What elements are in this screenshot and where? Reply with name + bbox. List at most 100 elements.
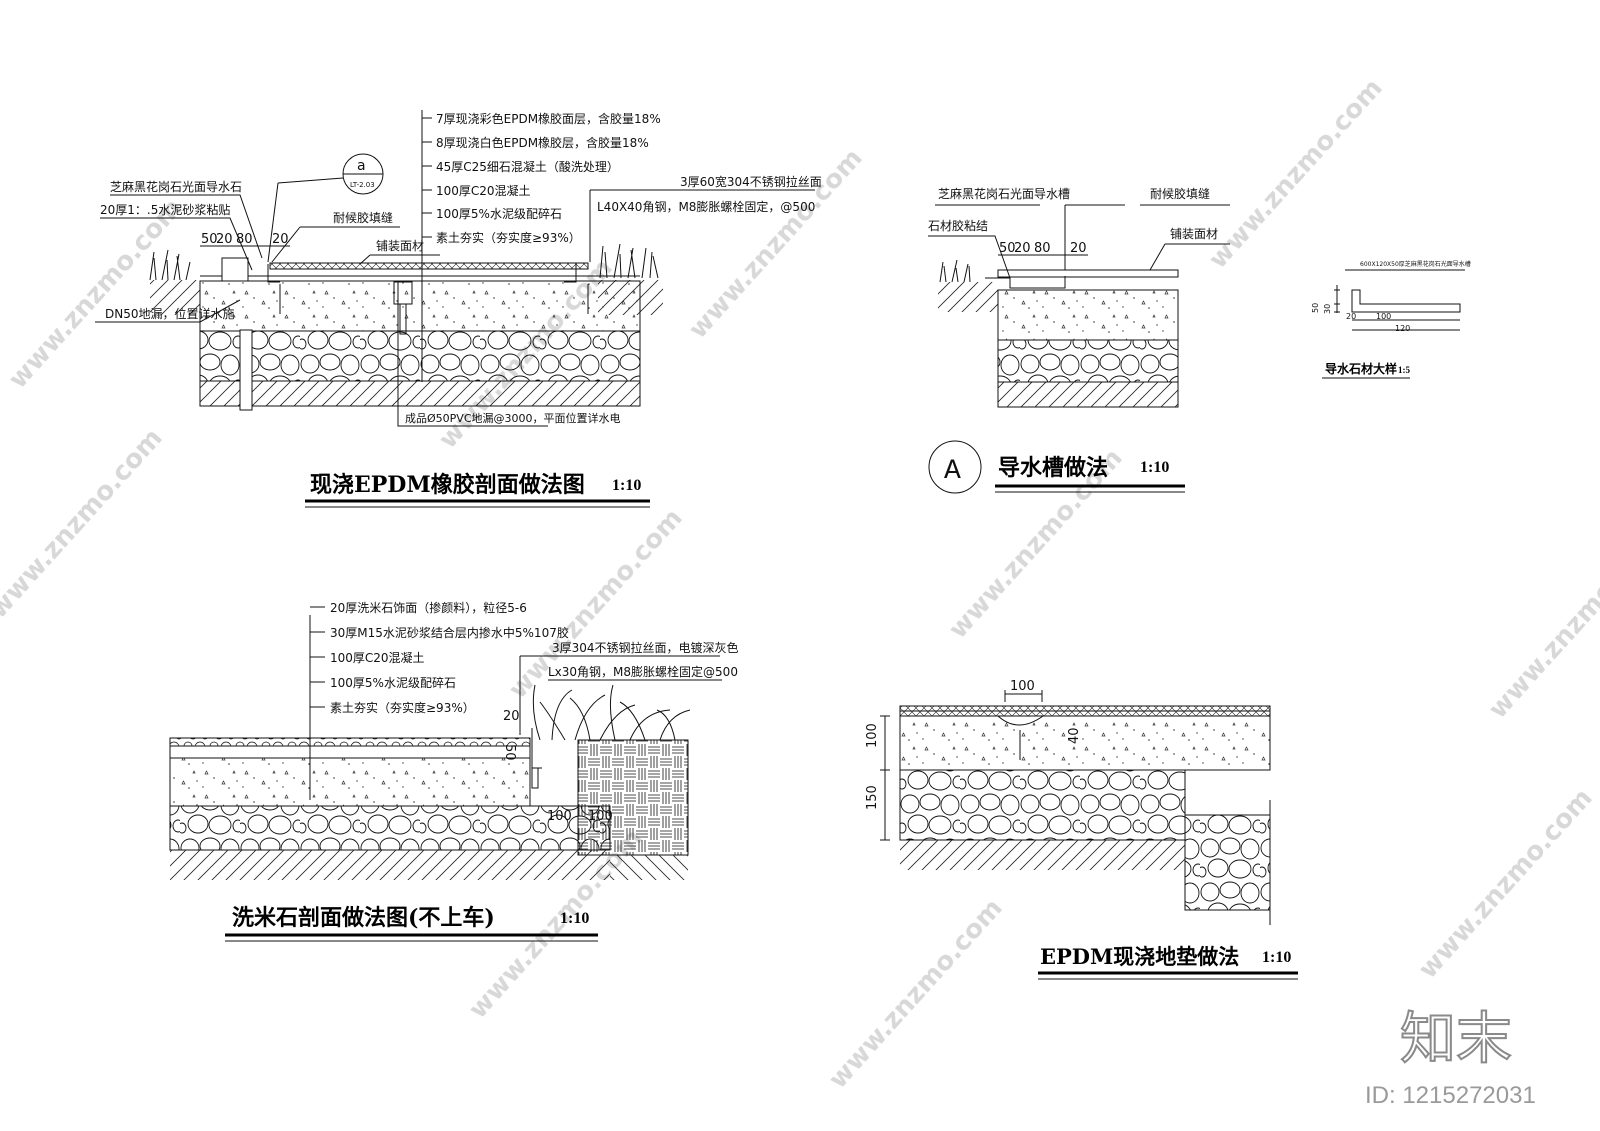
mat-title: EPDM现浇地垫做法 [1040,944,1239,969]
planting-bed [577,739,689,856]
mat-epdm-base [899,710,1271,717]
channel-dim-20b: 20 [1070,241,1087,256]
mat-gravel [899,769,1186,841]
gravel-layer [199,330,641,382]
channel-dim-50: 50 [999,241,1016,256]
channel-note-sealant: 耐候胶填缝 [1150,186,1210,201]
ws-layer-4: 100厚5%水泥级配碎石 [330,675,456,690]
ws-dim-100a: 100 [547,809,572,824]
watermark-site: www.znzmo.com [1413,783,1599,985]
mortar-layer [169,745,531,759]
ws-dim-100b: 100 [588,809,613,824]
ws-note-steel: 3厚304不锈钢拉丝面，电镀深灰色 [552,640,739,655]
stone-dim-100: 100 [1376,312,1391,321]
channel-note-glue: 石材胶粘结 [928,218,988,233]
mat-gravel-step [1184,814,1271,911]
mat-scale: 1:10 [1262,949,1291,966]
concrete-layer [199,280,641,332]
epdm-section-drawing: 7厚现浇彩色EPDM橡胶面层，含胶量18% 8厚现浇白色EPDM橡胶层，含胶量1… [95,110,822,508]
grass-right [599,243,659,279]
stone-dim-30: 30 [1323,304,1332,314]
epdm-layer-2: 8厚现浇白色EPDM橡胶层，含胶量18% [436,135,649,150]
watermark-site: www.znzmo.com [0,423,169,625]
ws-layer-1: 20厚洗米石饰面（掺颜料），粒径5-6 [330,600,527,615]
compacted-soil [199,380,641,407]
grass-channel [939,259,971,283]
mat-dim-100b: 100 [865,723,880,748]
channel-soil [997,381,1179,408]
soil-left [150,280,200,315]
channel-concrete [997,289,1179,341]
mat-soil [900,840,1185,870]
epdm-note-mortar: 20厚1：.5水泥砂浆粘贴 [100,202,230,217]
watermark-site: www.znzmo.com [1203,73,1389,275]
epdm-note-paving: 铺装面材 [376,239,424,253]
channel-note-paving: 铺装面材 [1170,227,1218,241]
plants [532,684,691,741]
ws-layer-2: 30厚M15水泥砂浆结合层内掺水中5%107胶 [330,625,569,640]
ws-title: 洗米石剖面做法图(不上车) [232,905,495,931]
stone-spec: 600X120X50厚芝麻黑花岗石光面导水槽 [1360,260,1471,268]
watermark-site: www.znzmo.com [1483,523,1600,725]
stone-detail-title: 导水石材大样 [1325,361,1397,376]
grass-left [149,249,191,281]
ws-soil [170,850,610,880]
rice-stone-surface [169,737,531,747]
channel-title: 导水槽做法 [998,455,1108,481]
stone-dim-20: 20 [1346,312,1356,321]
callout-bubble-a: a LT-2.03 [267,153,384,263]
drain-channel-drawing: 芝麻黑花岗石光面导水槽 耐候胶填缝 石材胶粘结 铺装面材 50 20 80 20… [928,186,1230,494]
watermark-site: www.znzmo.com [823,893,1009,1095]
epdm-surface-layer [269,262,589,270]
epdm-note-pvc-drain: 成品Ø50PVC地漏@3000，平面位置详水电 [405,411,621,425]
dim-20b: 20 [272,232,289,247]
channel-dim-80: 80 [1034,241,1051,256]
mat-dim-150: 150 [865,785,880,810]
epdm-layer-3: 45厚C25细石混凝土（酸洗处理） [436,159,619,174]
channel-letter: A [944,456,961,487]
stone-detail-scale: 1:5 [1398,365,1410,375]
ws-note-angle: Lx30角钢，M8膨胀螺栓固定@500 [548,664,738,679]
ws-layer-5: 素土夯实（夯实度≥93%） [330,700,475,715]
epdm-layer-6: 素土夯实（夯实度≥93%） [436,230,581,245]
planting-soil [610,855,688,880]
epdm-note-angle-steel: L40X40角钢，M8膨胀螺栓固定，@500 [597,199,815,214]
ws-dim-50: 50 [502,744,517,761]
mat-dim-100: 100 [1010,679,1035,694]
mat-epdm-surface [899,705,1271,712]
ws-gravel [169,805,611,851]
dim-80: 80 [236,232,253,247]
epdm-note-sealant: 耐候胶填缝 [333,210,393,225]
epdm-dimensions: 50 20 80 20 [200,232,290,247]
dn50-drain-pipe [239,329,253,411]
dim-50: 50 [201,232,218,247]
epdm-layer-1: 7厚现浇彩色EPDM橡胶面层，含胶量18% [436,111,661,126]
mat-dim-40: 40 [1067,727,1082,744]
epdm-mat-drawing: 100 40 100 150 EPDM现浇地垫做法 1:10 [865,679,1298,980]
epdm-note-steel-strip: 3厚60宽304不锈钢拉丝面 [680,174,822,189]
epdm-section-scale: 1:10 [612,477,641,494]
ws-dim-20: 20 [503,709,520,724]
channel-dim-20: 20 [1014,241,1031,256]
callout-letter: a [357,158,366,174]
channel-paving [997,269,1179,278]
id-text: ID: 1215272031 [1365,1082,1536,1109]
epdm-note-drain-stone: 芝麻黑花岗石光面导水石 [110,179,242,194]
epdm-section-title: 现浇EPDM橡胶剖面做法图 [310,472,585,498]
channel-scale: 1:10 [1140,459,1169,476]
ws-concrete [169,757,531,807]
ws-scale: 1:10 [560,910,589,927]
watermark-site: www.znzmo.com [683,143,869,345]
watermark-logo: 知末 ID: 1215272031 [1365,1006,1536,1109]
callout-ref: LT-2.03 [350,181,375,189]
channel-note-granite: 芝麻黑花岗石光面导水槽 [938,186,1070,201]
drain-stone [221,257,249,282]
epdm-note-dn50: DN50地漏，位置详水施 [105,306,235,321]
epdm-layer-4: 100厚C20混凝土 [436,183,531,198]
stone-dim-50: 50 [1311,303,1320,313]
epdm-layer-labels: 7厚现浇彩色EPDM橡胶面层，含胶量18% 8厚现浇白色EPDM橡胶层，含胶量1… [422,111,661,245]
logo-text: 知末 [1400,1007,1512,1072]
epdm-layer-5: 100厚5%水泥级配碎石 [436,206,562,221]
channel-gravel [997,339,1179,383]
